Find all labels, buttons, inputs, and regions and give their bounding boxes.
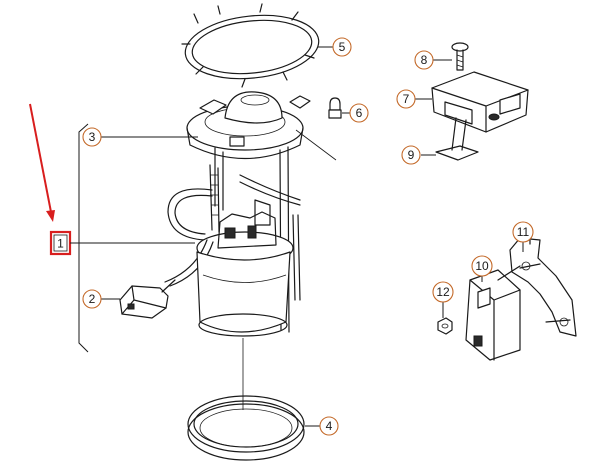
- part-9-clip: [421, 117, 479, 161]
- callout-9[interactable]: 9: [401, 145, 421, 165]
- callout-10[interactable]: 10: [471, 255, 493, 277]
- part-8-screw: [433, 42, 469, 71]
- part-10-mounting-plate: [465, 265, 521, 361]
- part-2-connector: [101, 279, 176, 319]
- callout-1[interactable]: 1: [49, 230, 72, 256]
- callout-6-label: 6: [356, 106, 363, 120]
- callout-7-label: 7: [403, 92, 410, 106]
- callout-8-label: 8: [421, 53, 428, 67]
- red-pointer-arrow: [29, 103, 55, 222]
- callout-4[interactable]: 4: [319, 416, 339, 436]
- callout-7[interactable]: 7: [396, 89, 416, 109]
- callout-2-label: 2: [89, 292, 96, 306]
- part-7-control-module: [414, 71, 529, 133]
- callout-2[interactable]: 2: [82, 289, 102, 309]
- part-5-locking-ring: [181, 3, 333, 88]
- callout-6[interactable]: 6: [349, 103, 369, 123]
- assembly-bracket: [78, 123, 89, 353]
- callout-10-label: 10: [475, 259, 489, 273]
- callout-11[interactable]: 11: [512, 221, 534, 243]
- callout-3-label: 3: [89, 130, 96, 144]
- part-4-seal-ring: [187, 338, 320, 461]
- part-12-nut: [437, 302, 453, 335]
- callout-3[interactable]: 3: [82, 127, 102, 147]
- callout-8[interactable]: 8: [414, 50, 434, 70]
- part-3-fuel-pump-assembly: [101, 91, 311, 337]
- callout-4-label: 4: [326, 419, 333, 433]
- callout-12[interactable]: 12: [432, 281, 454, 303]
- callout-5[interactable]: 5: [332, 37, 352, 57]
- callout-5-label: 5: [339, 40, 346, 54]
- callout-1-label: 1: [57, 237, 64, 251]
- callout-9-label: 9: [408, 148, 415, 162]
- part-6-connector-pin: [295, 97, 351, 161]
- callout-12-label: 12: [436, 285, 450, 299]
- callout-11-label: 11: [517, 225, 530, 239]
